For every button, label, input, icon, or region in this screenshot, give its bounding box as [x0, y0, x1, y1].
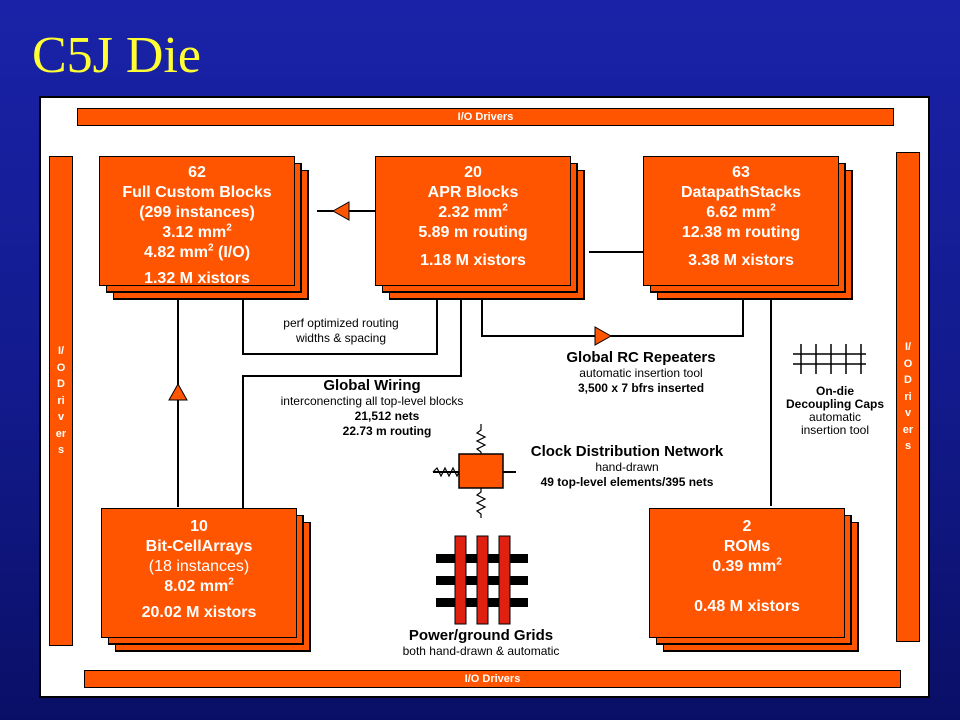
apr-name: APR Blocks [427, 184, 519, 201]
io-drivers-right-label: I/O Drivers [902, 341, 914, 453]
datapath-area: 6.62 mm [706, 204, 771, 221]
connector-lines [168, 201, 866, 625]
bitcell-area: 8.02 mm [164, 578, 229, 595]
slide-title: C5J Die [32, 27, 201, 84]
full-custom-count: 62 [188, 164, 206, 181]
apr-xistors: 1.18 M xistors [420, 252, 526, 269]
full-custom-xistors: 1.32 M xistors [144, 270, 250, 287]
clock-network-title: Clock Distribution Network [530, 443, 724, 460]
roms-name: ROMs [723, 538, 771, 555]
full-custom-io-area: 4.82 mm [143, 244, 209, 261]
io-drivers-top: I/O Drivers [77, 108, 894, 126]
global-wiring-title: Global Wiring [323, 377, 421, 394]
resistor-icons [432, 424, 487, 518]
bitcell-xistors: 20.02 M xistors [141, 604, 257, 621]
power-grid-icon [436, 535, 528, 625]
global-wiring-note: Global Wiring interconencting all top-le… [280, 377, 464, 438]
datapath-xistors: 3.38 M xistors [688, 252, 794, 269]
bitcell-name: Bit-CellArrays [145, 538, 253, 555]
datapath-name: DatapathStacks [680, 184, 802, 201]
full-custom-name: Full Custom Blocks [122, 184, 272, 201]
capacitor-icon [793, 344, 866, 374]
perf-routing-note: perf optimized routing widths & spacing [283, 316, 399, 345]
bitcell-count: 10 [190, 518, 208, 535]
arrow-left-icon [331, 201, 350, 221]
io-drivers-right: I/O Drivers [896, 152, 920, 642]
clock-network-note: Clock Distribution Network hand-drawn 49… [530, 443, 724, 489]
bitcell-instances: (18 instances) [148, 558, 250, 575]
datapath-routing: 12.38 m routing [681, 224, 801, 241]
io-drivers-left-label: I/O Drivers [55, 345, 67, 457]
apr-area: 2.32 mm [438, 204, 503, 221]
clock-buffer-icon [458, 453, 504, 489]
roms-xistors: 0.48 M xistors [694, 598, 800, 615]
rc-repeaters-title: Global RC Repeaters [566, 349, 716, 366]
rc-repeaters-note: Global RC Repeaters automatic insertion … [566, 349, 716, 395]
datapath-count: 63 [732, 164, 750, 181]
power-grid-title: Power/ground Grids [408, 627, 554, 644]
apr-count: 20 [464, 164, 482, 181]
arrow-right-icon [594, 326, 613, 346]
die-diagram: I/O Drivers I/O Drivers I/O Drivers I/O … [39, 96, 930, 698]
io-drivers-bottom: I/O Drivers [84, 670, 901, 688]
io-drivers-left: I/O Drivers [49, 156, 73, 646]
arrow-up-icon [168, 382, 188, 401]
power-grid-note: Power/ground Grids both hand-drawn & aut… [402, 627, 560, 658]
full-custom-area: 3.12 mm [162, 224, 227, 241]
apr-routing: 5.89 m routing [418, 224, 528, 241]
roms-area: 0.39 mm [712, 558, 777, 575]
decap-note: On-die Decoupling Caps automatic inserti… [785, 384, 884, 437]
roms-count: 2 [742, 518, 752, 535]
full-custom-instances: (299 instances) [139, 204, 255, 221]
